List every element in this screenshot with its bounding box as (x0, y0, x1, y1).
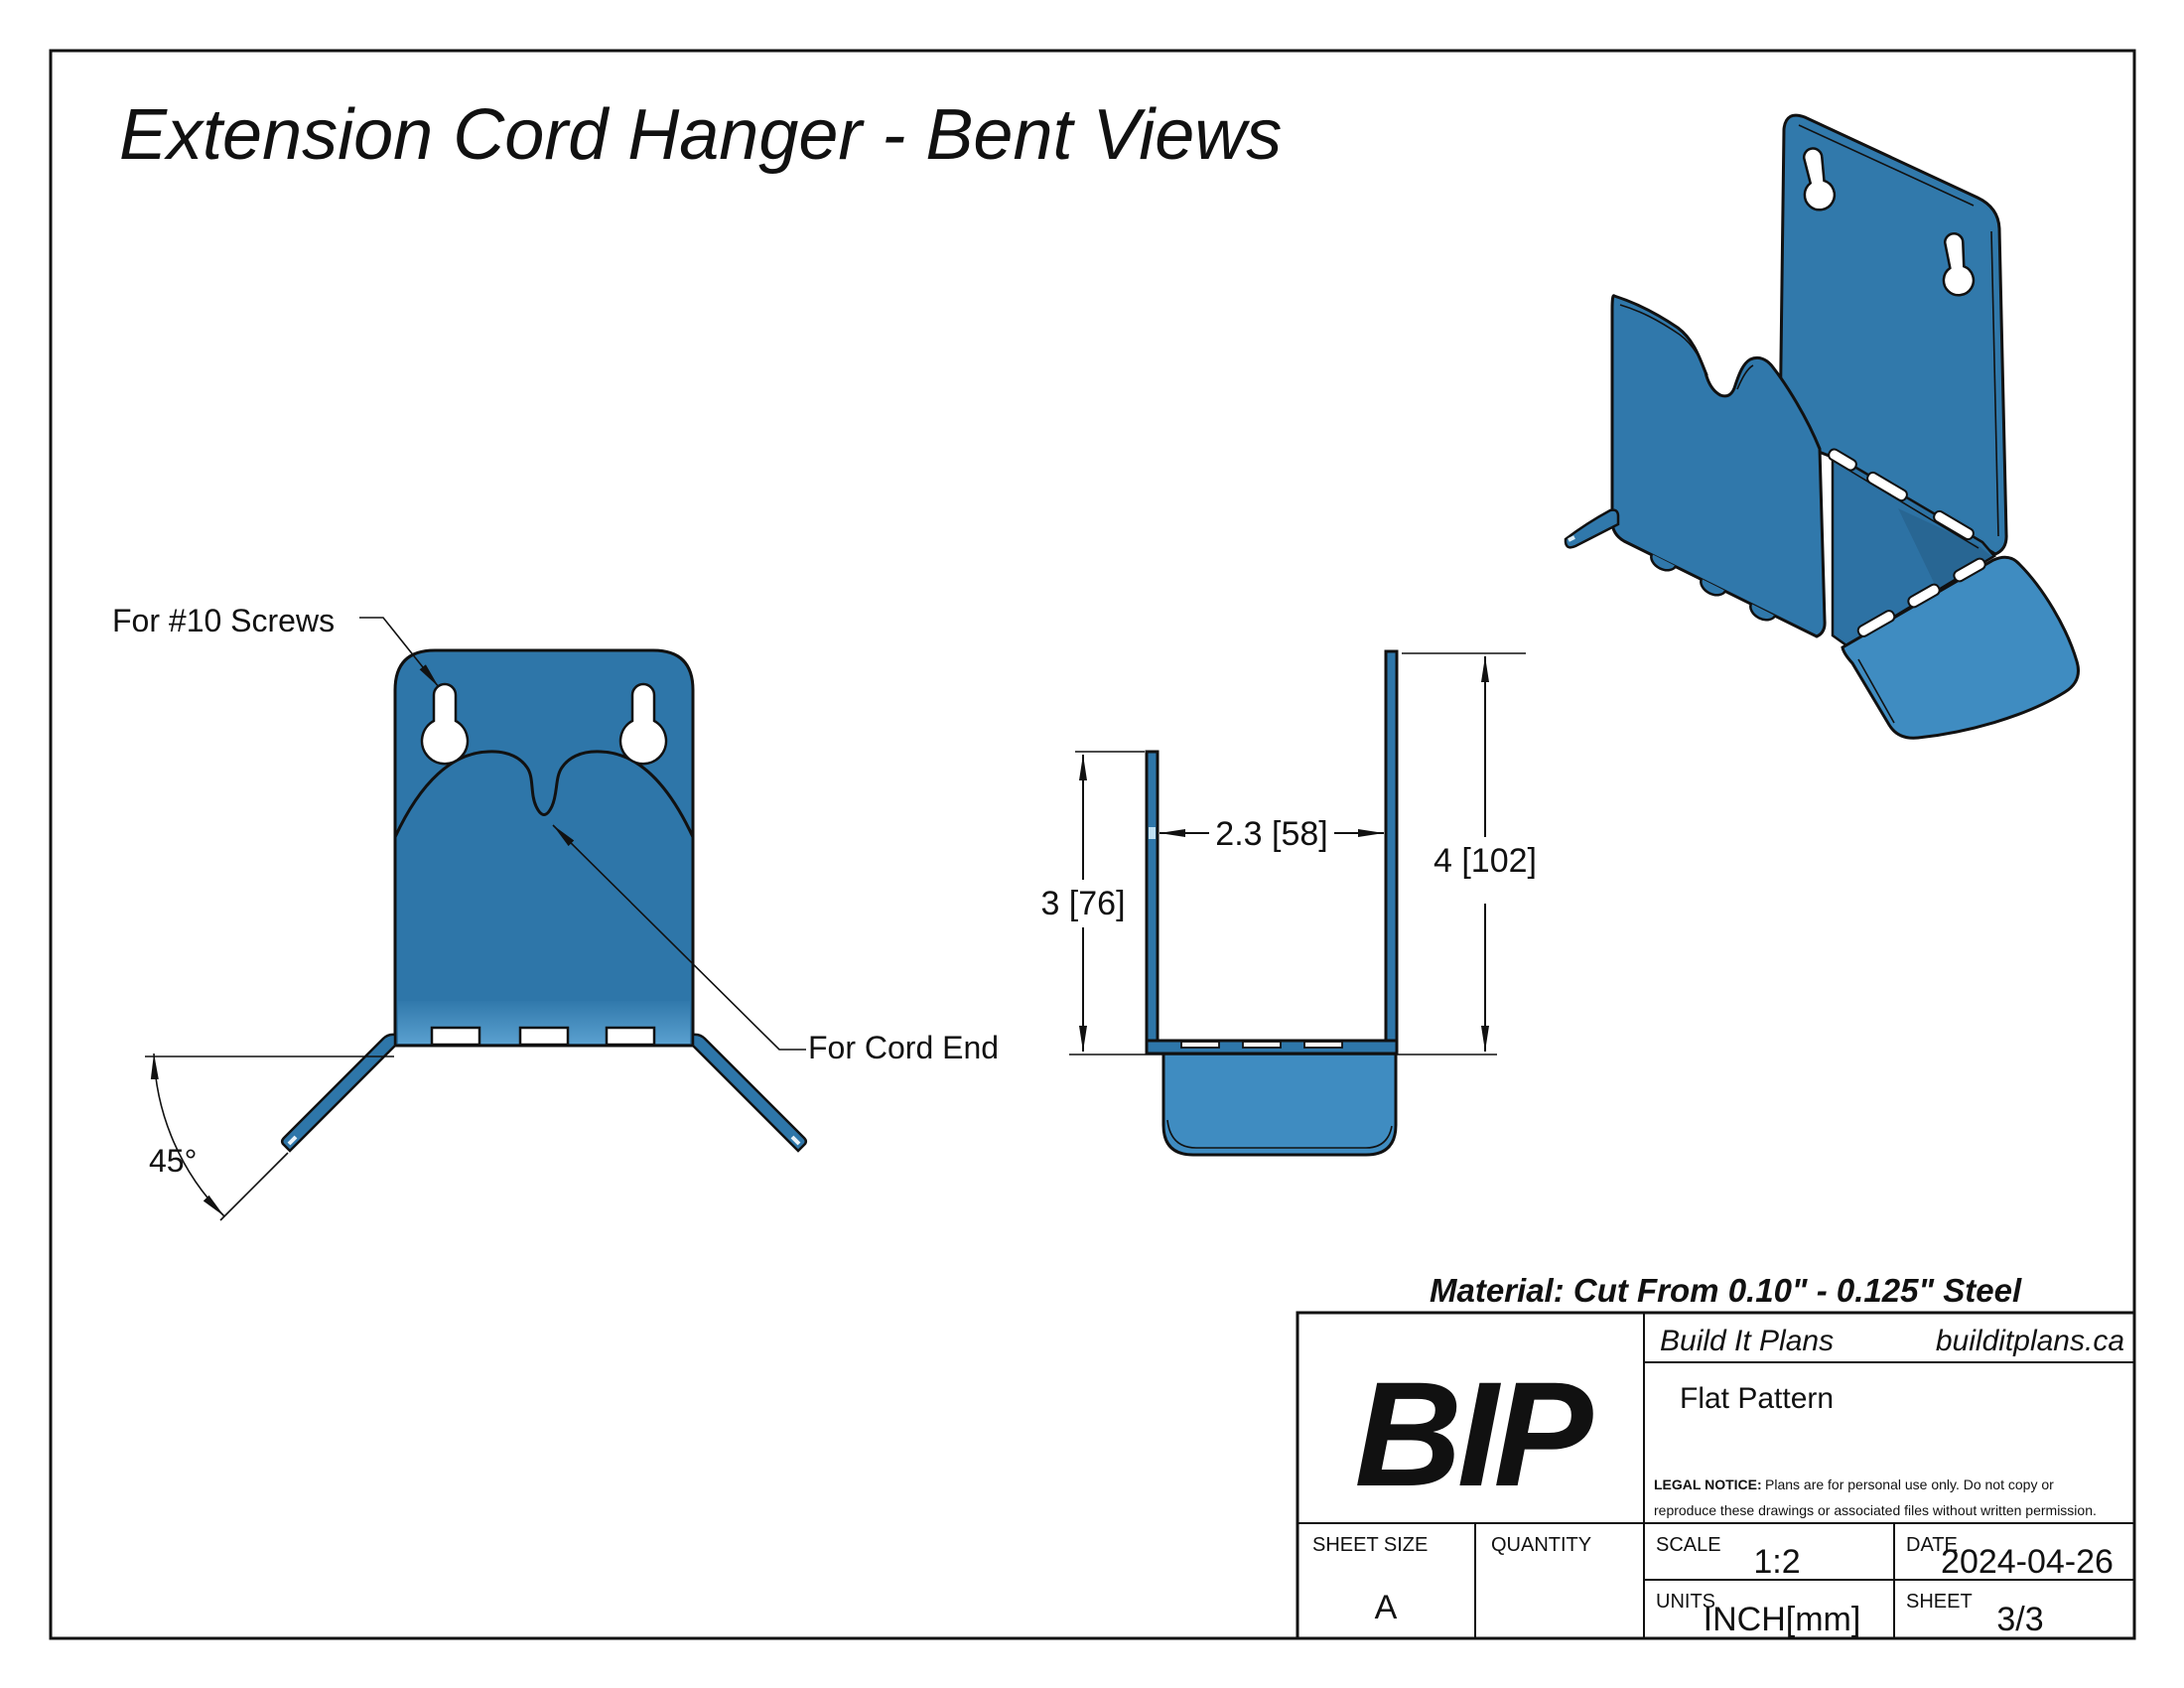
base-slot-edge (1242, 1041, 1282, 1049)
material-note: Material: Cut From 0.10" - 0.125" Steel (1430, 1272, 2022, 1309)
iso-edge-thickness (1798, 124, 1975, 207)
iso-tab-bump (1650, 553, 1678, 572)
company-website: builditplans.ca (1936, 1325, 2124, 1357)
side-wall-short (1145, 750, 1160, 1048)
front-view: 45° For #10 Screws For Cord End (112, 603, 999, 1221)
iso-flap (1841, 555, 2080, 740)
iso-tab-bump (1700, 578, 1727, 597)
bend-slot (518, 1026, 570, 1047)
keyhole-slot-right (618, 682, 668, 766)
leg-tip-highlight (790, 1135, 801, 1146)
base-slot-edge (1180, 1041, 1220, 1049)
title-block: BIP Build It Plans builditplans.ca Flat … (1296, 1311, 2136, 1640)
iso-edge-thickness (1990, 230, 1999, 537)
cord-leader (552, 824, 806, 1051)
date-label: DATE (1906, 1534, 1958, 1556)
angle-label: 45° (149, 1143, 197, 1179)
dim-height-left: 3 [76] (1040, 885, 1125, 922)
units-value: INCH[mm] (1704, 1601, 1861, 1638)
bend-slot (605, 1026, 656, 1047)
iso-flap-thickness (1857, 658, 1895, 724)
angle-ext-line (219, 1152, 289, 1221)
scale-value: 1:2 (1753, 1543, 1800, 1581)
iso-front-thickness (1736, 364, 1754, 390)
angle-arc (150, 1053, 225, 1217)
sheet-size-value: A (1375, 1589, 1398, 1626)
title-block-border (1296, 1311, 2136, 1640)
dim-height-right: 4 [102] (1433, 842, 1537, 880)
wall-highlight (1149, 827, 1156, 839)
iso-front-thickness (1619, 304, 1708, 376)
isometric-view (1564, 113, 2080, 740)
scale-label: SCALE (1656, 1534, 1721, 1556)
right-leg (691, 1033, 808, 1153)
iso-tab-bump (1749, 603, 1777, 622)
keyhole-slot-left (420, 682, 470, 766)
iso-hinge-slots-flap (1856, 557, 1986, 637)
base-slot-edge (1303, 1041, 1343, 1049)
iso-hinge-line (1836, 462, 1979, 549)
dim-width: 2.3 [58] (1215, 815, 1327, 853)
sheet-size-label: SHEET SIZE (1312, 1534, 1428, 1556)
screws-leader (359, 617, 440, 688)
iso-hinge-slots-back (1828, 448, 1975, 541)
iso-keyhole-upper (1802, 147, 1837, 211)
date-value: 2024-04-26 (1941, 1543, 2114, 1581)
iso-back-plate (1778, 113, 2008, 556)
legal-notice-line2: reproduce these drawings or associated f… (1654, 1502, 2097, 1518)
drawing-title: Flat Pattern (1680, 1382, 1834, 1415)
company-name: Build It Plans (1660, 1325, 1834, 1357)
iso-keyhole-lower (1942, 231, 1976, 297)
iso-tab-highlight (1568, 535, 1575, 542)
units-label: UNITS (1656, 1591, 1715, 1613)
cord-cradle-profile (393, 750, 695, 838)
sheet-number-label: SHEET (1906, 1591, 1973, 1613)
iso-left-tab (1564, 508, 1620, 549)
cord-annotation: For Cord End (808, 1030, 999, 1065)
legal-notice-label: LEGAL NOTICE: (1654, 1477, 1762, 1492)
side-view: 3 [76] 4 [102] 2.3 [58] (1040, 649, 1537, 1157)
side-wall-tall (1384, 649, 1399, 1048)
left-leg (280, 1033, 397, 1153)
leg-tip-highlight (287, 1135, 298, 1146)
side-flap (1161, 1045, 1398, 1157)
screws-annotation: For #10 Screws (112, 603, 335, 638)
quantity-label: QUANTITY (1491, 1534, 1591, 1556)
sheet-number-value: 3/3 (1996, 1601, 2043, 1638)
bend-slot (430, 1026, 481, 1047)
bip-logo: BIP (1354, 1350, 1593, 1517)
sheet-title: Extension Cord Hanger - Bent Views (119, 95, 1282, 175)
side-flap-thickness (1166, 1119, 1393, 1149)
page-border (49, 49, 2136, 1640)
front-plate (393, 648, 695, 1048)
legal-notice-line1: Plans are for personal use only. Do not … (1765, 1477, 2054, 1492)
